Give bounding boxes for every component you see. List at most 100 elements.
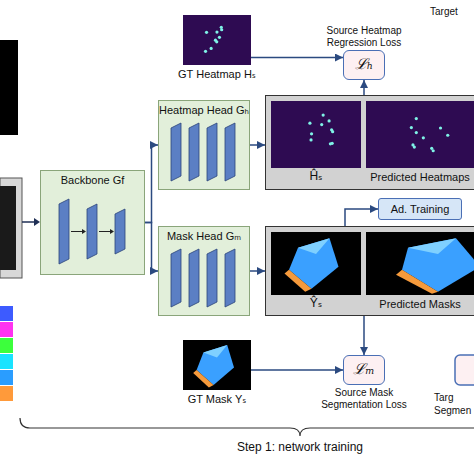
- node-title: GT Heatmap Hₛ: [178, 68, 256, 81]
- head-box: Heatmap Head Gₕ: [158, 100, 250, 190]
- connector-arrow: [250, 270, 265, 272]
- keypoint-dot: [204, 50, 207, 53]
- input-image-frame: [0, 178, 22, 278]
- cut-label: Segmen: [434, 405, 471, 417]
- connector-arrow: [251, 369, 343, 371]
- node-title: Backbone Gf: [41, 174, 144, 187]
- gt-heatmap-image: GT Heatmap Hₛ: [183, 15, 251, 65]
- loss-box: ℒₕSource Heatmap Regression Loss: [343, 50, 385, 80]
- cut-label: Targ: [434, 392, 453, 404]
- keypoint-dot: [415, 131, 418, 134]
- backbone-box: Backbone Gf: [40, 170, 145, 275]
- mask-image: [183, 340, 251, 390]
- keypoint-dot: [413, 145, 416, 148]
- conv-layer: [207, 123, 217, 181]
- mask-image: [271, 232, 361, 295]
- layer-arrowhead: [82, 229, 86, 234]
- keypoint-dot: [210, 47, 213, 50]
- connector-arrow: [250, 144, 265, 146]
- conv-layer: [189, 249, 199, 307]
- heatmap-image: [271, 101, 361, 168]
- cut-label: Target: [430, 6, 458, 18]
- connector-arrow: [145, 145, 158, 223]
- step-caption: Step 1: network training: [237, 441, 363, 455]
- keypoint-dot: [331, 130, 334, 133]
- connector-arrow: [145, 223, 158, 272]
- color-swatch: [0, 306, 13, 321]
- keypoint-dot: [309, 138, 312, 141]
- node-caption: Predicted Heatmaps: [366, 171, 474, 184]
- conv-layer: [171, 249, 181, 307]
- keypoint-dot: [320, 123, 323, 126]
- keypoint-dot: [422, 136, 425, 139]
- keypoint-dot: [205, 31, 208, 34]
- keypoint-dot: [310, 132, 313, 135]
- connector-arrow: [363, 316, 365, 355]
- conv-layer: [59, 199, 69, 264]
- node-title: Heatmap Head Gₕ: [159, 104, 249, 117]
- mask-image: [366, 232, 474, 295]
- heatmap-image: [183, 15, 251, 65]
- node-caption: Source Mask Segmentation Loss: [316, 387, 412, 410]
- color-swatch: [0, 370, 13, 385]
- node-caption: Predicted Masks: [366, 298, 474, 311]
- keypoint-dot: [415, 117, 418, 120]
- keypoint-dot: [327, 119, 330, 122]
- input-image-edge: [0, 40, 18, 135]
- keypoint-dot: [218, 36, 221, 39]
- keypoint-dot: [308, 122, 311, 125]
- input-arrow: [22, 221, 36, 223]
- node-title: Ŷₛ: [271, 297, 361, 311]
- input-image: [0, 186, 16, 270]
- head-box: Mask Head Gₘ: [158, 226, 250, 316]
- object-mask: [396, 270, 438, 294]
- node-illustration: [183, 340, 251, 390]
- object-mask: [408, 238, 456, 254]
- node-title: Ad. Training: [379, 199, 461, 219]
- keypoint-dot: [215, 30, 218, 33]
- object-mask: [285, 270, 312, 292]
- conv-layer: [207, 249, 217, 307]
- node-illustration: [41, 171, 146, 276]
- keypoint-dot: [410, 126, 413, 129]
- connector-arrow: [251, 57, 343, 59]
- keypoint-dot: [439, 126, 442, 129]
- connector-arrow: [345, 209, 378, 226]
- node-illustration: [183, 15, 251, 65]
- output-panel: Ŷₛ Predicted Masks: [265, 226, 474, 316]
- conv-layer: [225, 123, 235, 181]
- connector-arrow: [363, 80, 365, 95]
- keypoint-dot: [322, 113, 325, 116]
- keypoint-dot: [214, 39, 217, 42]
- step-bracket: [20, 418, 474, 436]
- color-swatch: [0, 354, 13, 369]
- node-title: ℒₘ: [344, 356, 384, 384]
- conv-layer: [225, 249, 235, 307]
- node-caption: Source Heatmap Regression Loss: [316, 25, 412, 48]
- cut-loss-box: [455, 355, 474, 385]
- layer-arrowhead: [110, 229, 114, 234]
- gt-mask-image: GT Mask Yₛ: [183, 340, 251, 390]
- conv-layer: [189, 123, 199, 181]
- conv-layer: [87, 204, 97, 259]
- output-panel: Ĥₛ Predicted Heatmaps: [265, 95, 474, 190]
- color-swatch: [0, 386, 13, 401]
- keypoint-dot: [329, 142, 332, 145]
- loss-box: ℒₘSource Mask Segmentation Loss: [343, 355, 385, 385]
- object-mask: [402, 238, 474, 292]
- node-title: ℒₕ: [344, 51, 384, 79]
- keypoint-dot: [430, 147, 433, 150]
- keypoint-dot: [446, 134, 449, 137]
- node-title: Mask Head Gₘ: [159, 230, 249, 243]
- heatmap-image: [366, 101, 474, 168]
- keypoint-dot: [220, 28, 223, 31]
- color-swatch: [0, 322, 13, 337]
- conv-layer: [171, 123, 181, 181]
- conv-layer: [115, 209, 125, 254]
- color-swatch: [0, 338, 13, 353]
- object-mask: [203, 345, 227, 358]
- object-mask: [298, 238, 330, 254]
- node-title: GT Mask Yₛ: [188, 393, 247, 406]
- process-box: Ad. Training: [378, 198, 462, 220]
- node-title: Ĥₛ: [271, 170, 361, 184]
